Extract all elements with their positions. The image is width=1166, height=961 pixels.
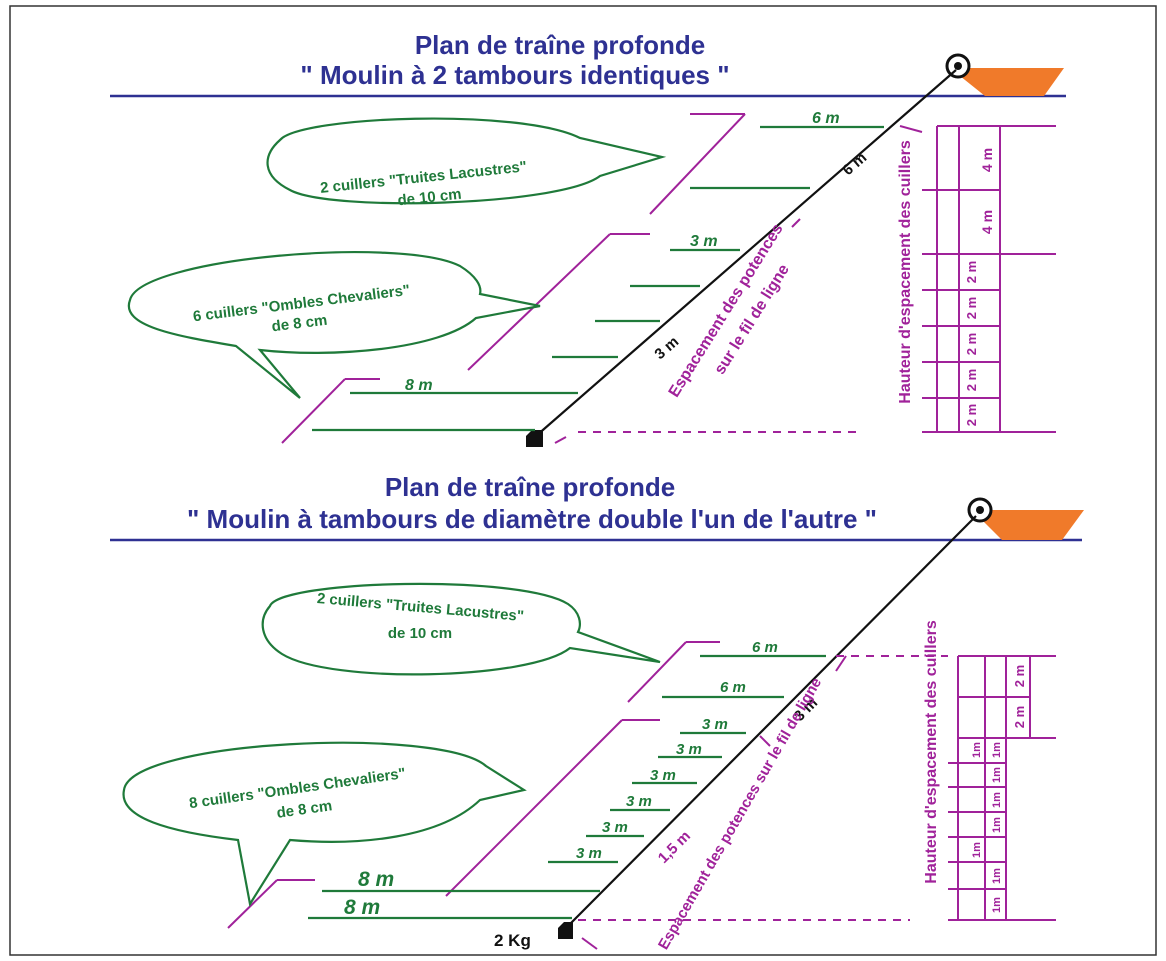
leader-boom <box>445 719 623 897</box>
length-label: 3 m <box>602 819 628 836</box>
diagram-1: Plan de traîne profonde " Moulin à 2 tam… <box>110 30 1066 447</box>
main-line <box>565 515 977 929</box>
depth-scale-label: 2 m <box>964 333 979 355</box>
boat-icon <box>972 510 1084 540</box>
line-spacing-label: 3 m <box>651 333 682 363</box>
depth-scale-label: 1m <box>971 842 983 858</box>
height-label: Hauteur d'espacement des cuillers <box>897 140 914 404</box>
diagram-2: Plan de traîne profonde " Moulin à tambo… <box>110 472 1084 953</box>
length-label: 3 m <box>650 767 676 784</box>
depth-scale-label: 1m <box>991 742 1003 758</box>
length-label: 3 m <box>626 793 652 810</box>
leader-boom <box>467 233 611 371</box>
depth-scale-label: 4 m <box>979 210 995 234</box>
depth-scale-label: 1m <box>991 897 1003 913</box>
length-label: 6 m <box>752 639 778 656</box>
boat-icon <box>950 68 1064 96</box>
spacing-tick <box>581 937 598 950</box>
bubble-bottom-line2: de 8 cm <box>271 312 329 336</box>
main-line <box>535 69 957 437</box>
diagram-2-title: Plan de traîne profonde <box>385 472 675 502</box>
depth-scale-label: 2 m <box>1012 665 1027 687</box>
speech-bubble-bottom <box>122 741 527 907</box>
length-label: 8 m <box>344 896 380 919</box>
diagram-2-subtitle: " Moulin à tambours de diamètre double l… <box>187 504 877 534</box>
speech-bubble-bottom <box>127 251 541 399</box>
length-label: 6 m <box>812 110 840 127</box>
bubble-top-line2: de 10 cm <box>397 186 463 210</box>
depth-scale-label: 1m <box>991 767 1003 783</box>
leader-boom <box>627 641 687 703</box>
line-spacing-label: 6 m <box>839 149 870 179</box>
pulley-center <box>954 62 962 70</box>
depth-scale-label: 2 m <box>964 261 979 283</box>
depth-scale-label: 2 m <box>964 404 979 426</box>
height-label: Hauteur d'espacement des cuillers <box>923 620 940 884</box>
speech-bubble-top <box>266 117 667 205</box>
pulley-center <box>976 506 984 514</box>
depth-scale-label: 2 m <box>964 297 979 319</box>
weight-icon <box>526 430 543 447</box>
depth-scale-label: 1m <box>991 817 1003 833</box>
depth-scale-label: 4 m <box>979 148 995 172</box>
length-label: 3 m <box>576 845 602 862</box>
leader-boom <box>649 113 746 215</box>
spacing-tick <box>835 655 847 672</box>
length-label: 6 m <box>720 679 746 696</box>
weight-icon <box>558 922 573 939</box>
depth-scale-label: 1m <box>991 792 1003 808</box>
leader-boom <box>227 879 278 929</box>
length-label: 8 m <box>358 868 394 891</box>
page-frame <box>9 5 1157 956</box>
depth-scale-label: 2 m <box>1012 706 1027 728</box>
spacing-tick <box>759 735 771 747</box>
spacing-tick <box>791 218 801 228</box>
length-label: 3 m <box>702 716 728 733</box>
diagram-1-title: Plan de traîne profonde <box>415 30 705 60</box>
spacing-tick <box>554 436 567 444</box>
depth-scale-label: 1m <box>971 742 983 758</box>
length-label: 3 m <box>690 233 718 250</box>
leader-boom <box>281 378 346 444</box>
speech-bubble-top <box>261 582 661 676</box>
scale-marker <box>899 125 923 133</box>
weight-label: 2 Kg <box>494 931 531 950</box>
depth-scale-label: 2 m <box>964 369 979 391</box>
bubble-top-line2: de 10 cm <box>388 625 452 642</box>
diagram-1-subtitle: " Moulin à 2 tambours identiques " <box>300 60 729 90</box>
length-label: 3 m <box>676 741 702 758</box>
depth-scale-label: 1m <box>991 868 1003 884</box>
length-label: 8 m <box>405 377 433 394</box>
